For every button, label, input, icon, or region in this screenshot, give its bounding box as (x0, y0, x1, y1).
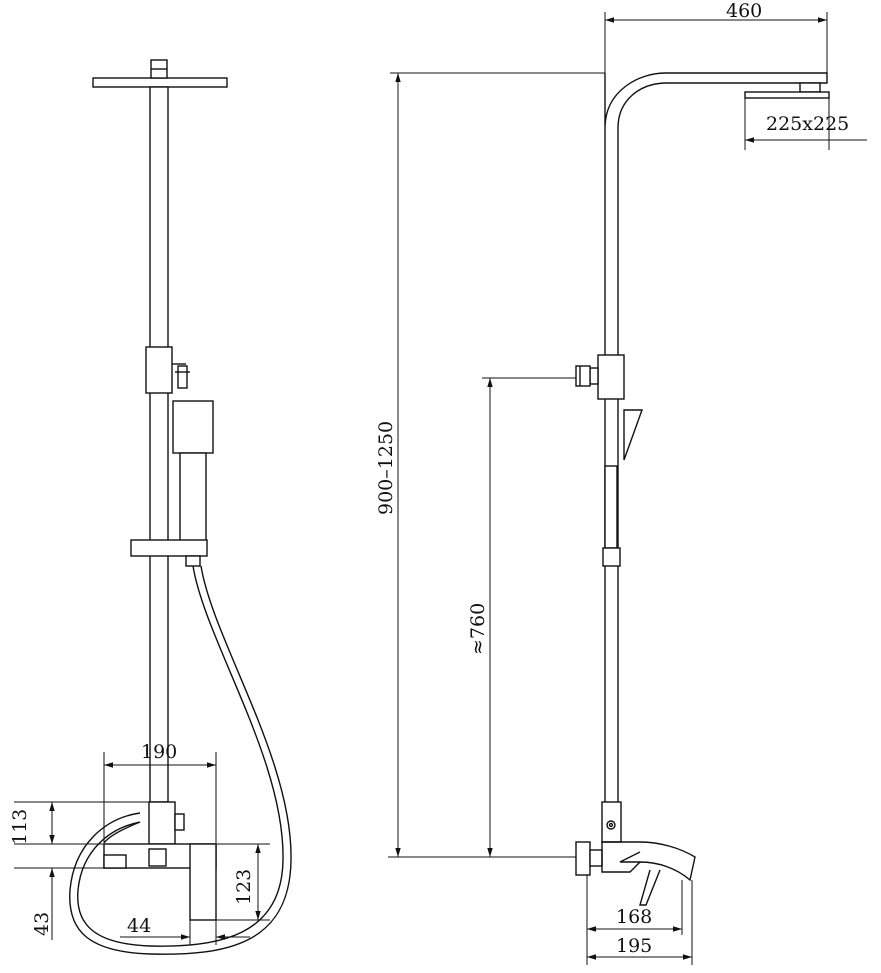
front-hand-shower-handle (179, 452, 207, 542)
side-lever (639, 869, 661, 906)
side-diverter-block (597, 354, 625, 400)
front-hose (77, 565, 284, 947)
front-column (149, 86, 169, 803)
dim-head-size: 225x225 (766, 113, 849, 135)
side-view (575, 72, 830, 906)
dim-spout-thickness: 44 (127, 915, 151, 937)
front-mixer-body (148, 801, 176, 845)
front-view (69, 59, 292, 955)
dim-spout-reach-front: 190 (141, 741, 177, 763)
front-diverter-block (145, 346, 173, 394)
front-dimensions: 190 113 43 123 44 (9, 741, 270, 945)
dim-mixer-lower: 43 (31, 912, 53, 936)
dim-mixer-height: 113 (9, 809, 31, 845)
dim-mixer-depth: 168 (616, 906, 652, 928)
front-outlet (189, 843, 217, 921)
side-hand-shower (623, 409, 643, 461)
side-rain-head (744, 91, 830, 99)
dim-holder-height: ≈760 (467, 603, 489, 655)
front-slide-holder (130, 539, 208, 557)
dim-head-reach: 460 (726, 0, 762, 22)
front-hand-shower-head (172, 400, 214, 454)
side-rain-head-connector (799, 82, 821, 93)
side-column-arm (604, 72, 828, 802)
dim-spout-height: 123 (233, 869, 255, 905)
side-dimensions: 460 225x225 900–1250 ≈760 168 195 (375, 0, 867, 965)
side-mixer-top (601, 801, 622, 843)
side-wall-flange (575, 841, 591, 876)
side-spout (601, 841, 696, 882)
front-rain-head (92, 77, 228, 88)
dim-spout-reach-side: 195 (616, 935, 652, 957)
dim-total-height: 900–1250 (375, 421, 397, 515)
